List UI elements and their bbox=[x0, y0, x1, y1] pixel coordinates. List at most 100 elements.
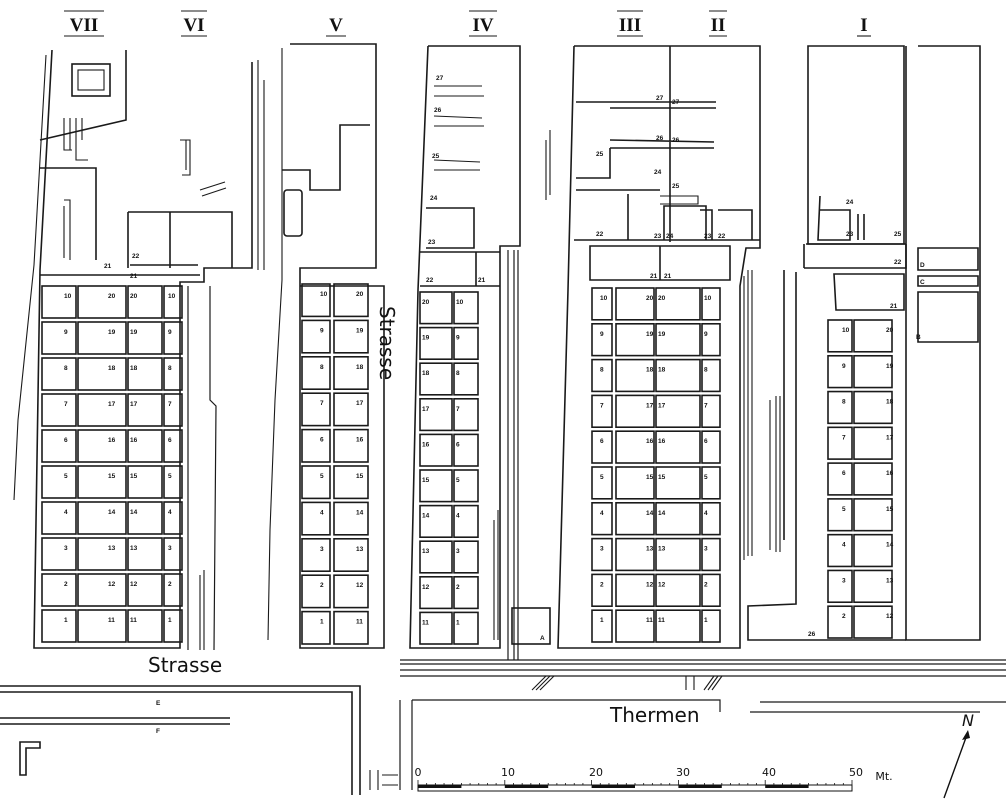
iii-mid-b-house-10 bbox=[655, 609, 701, 643]
v-left-house-number: 3 bbox=[320, 546, 324, 553]
scale-tick-30: 30 bbox=[676, 766, 690, 779]
i-left-house-1 bbox=[827, 319, 853, 353]
vii-right-house-6 bbox=[163, 465, 183, 499]
vii-left-house-number: 4 bbox=[64, 509, 68, 516]
north-arrow-icon: N bbox=[943, 711, 974, 799]
vii-mid-a-house-number: 11 bbox=[108, 617, 115, 624]
iii-mid-b-house-3 bbox=[655, 358, 701, 393]
iii-top-house-number: 24 bbox=[666, 233, 674, 240]
iv-right-house-4 bbox=[453, 397, 479, 432]
iv-top-house-number: 23 bbox=[428, 239, 436, 246]
iv-left-house-number: 11 bbox=[422, 619, 429, 626]
i-right-house-3 bbox=[853, 390, 893, 425]
scale-tick-50: 50 bbox=[849, 766, 863, 779]
iii-left-house-6 bbox=[591, 466, 613, 500]
i-left-house-number: 7 bbox=[842, 434, 846, 441]
baths-label: Thermen bbox=[609, 703, 700, 727]
i-left-house-number: 6 bbox=[842, 470, 846, 477]
iii-left-house-8 bbox=[591, 537, 613, 572]
iii-top-house-number: 22 bbox=[596, 231, 604, 238]
vii-left-house-number: 1 bbox=[64, 617, 68, 624]
iv-top-house-number: 27 bbox=[436, 75, 444, 82]
block-label-v: V bbox=[329, 15, 343, 36]
vii-left-house-9 bbox=[41, 573, 77, 607]
i-left-house-number: 5 bbox=[842, 506, 846, 513]
vii-right-house-1 bbox=[163, 285, 183, 319]
v-right-house-number: 11 bbox=[356, 619, 363, 626]
iii-mid-a-house-2 bbox=[615, 322, 655, 357]
vii-mid-a-house-5 bbox=[77, 429, 127, 463]
iii-right-house-8 bbox=[701, 537, 721, 572]
i-left-house-2 bbox=[827, 354, 853, 389]
vii-mid-b-house-6 bbox=[127, 465, 163, 499]
iii-right-house-number: 2 bbox=[704, 581, 708, 588]
iii-top-house-number: 25 bbox=[596, 151, 604, 158]
vii-right-house-number: 10 bbox=[168, 293, 176, 300]
vii-mid-a-house-10 bbox=[77, 609, 127, 643]
iii-mid-b-house-number: 13 bbox=[658, 546, 666, 553]
i-right-house-7 bbox=[853, 533, 893, 568]
v-right-house-number: 14 bbox=[356, 509, 364, 516]
iv-left-house-number: 18 bbox=[422, 370, 430, 377]
scale-segment bbox=[418, 785, 462, 788]
vii-mid-b-house-5 bbox=[127, 429, 163, 463]
iv-left-house-number: 14 bbox=[422, 513, 430, 520]
i-right-house-number: 19 bbox=[886, 363, 894, 370]
i-right-house-9 bbox=[853, 605, 893, 639]
vii-mid-a-house-number: 17 bbox=[108, 401, 116, 408]
iv-right-house-8 bbox=[453, 540, 479, 574]
v-right-house-number: 13 bbox=[356, 546, 364, 553]
iv-left-house-number: 20 bbox=[422, 299, 430, 306]
iii-left-house-number: 5 bbox=[600, 474, 604, 481]
vii-mid-b-house-number: 16 bbox=[130, 437, 138, 444]
iii-left-house-number: 8 bbox=[600, 367, 604, 374]
iii-left-house-4 bbox=[591, 394, 613, 428]
vii-right-house-number: 7 bbox=[168, 401, 172, 408]
v-left-house-number: 2 bbox=[320, 582, 324, 589]
v-left-house-number: 8 bbox=[320, 364, 324, 371]
i-right-house-number: 16 bbox=[886, 470, 894, 477]
iv-right-house-5 bbox=[453, 433, 479, 467]
street-label-south: Strasse bbox=[148, 653, 222, 677]
iv-left-house-7 bbox=[419, 504, 453, 539]
vii-left-house-8 bbox=[41, 537, 77, 571]
iii-left-house-number: 2 bbox=[600, 581, 604, 588]
iii-left-house-1 bbox=[591, 287, 613, 321]
iii-right-house-3 bbox=[701, 358, 721, 393]
vii-top-house-number: 22 bbox=[132, 253, 140, 260]
i-left-house-number: 10 bbox=[842, 327, 850, 334]
iii-mid-a-house-number: 16 bbox=[646, 438, 654, 445]
vii-mid-a-house-8 bbox=[77, 537, 127, 571]
iii-mid-a-house-9 bbox=[615, 573, 655, 608]
i-top-house-number: 23 bbox=[846, 231, 854, 238]
i-right-house-number: 15 bbox=[886, 506, 894, 513]
iii-mid-b-house-6 bbox=[655, 466, 701, 500]
vii-mid-a-house-number: 16 bbox=[108, 437, 116, 444]
iii-top-house-number: 27 bbox=[672, 99, 680, 106]
v-left-house-10 bbox=[301, 610, 331, 645]
iii-right-house-10 bbox=[701, 609, 721, 643]
v-left-house-6 bbox=[301, 465, 331, 500]
i-top-house-number: 25 bbox=[894, 231, 902, 238]
iii-top-house-number: 23 bbox=[654, 233, 662, 240]
iv-right-house-2 bbox=[453, 326, 479, 361]
vii-mid-b-house-number: 15 bbox=[130, 473, 138, 480]
i-left-house-3 bbox=[827, 390, 853, 425]
i-right-house-number: 20 bbox=[886, 327, 894, 334]
vii-left-house-number: 3 bbox=[64, 545, 68, 552]
v-right-house-number: 16 bbox=[356, 437, 364, 444]
v-right-house-number: 15 bbox=[356, 473, 364, 480]
vii-left-house-number: 6 bbox=[64, 437, 68, 444]
iv-right-house-number: 4 bbox=[456, 513, 460, 520]
iii-right-house-number: 4 bbox=[704, 510, 708, 517]
i-right-house-4 bbox=[853, 426, 893, 460]
iv-right-house-3 bbox=[453, 362, 479, 396]
iv-right-house-number: 9 bbox=[456, 335, 460, 342]
vii-mid-b-house-number: 19 bbox=[130, 329, 138, 336]
v-right-house-3 bbox=[333, 355, 369, 390]
i-left-house-8 bbox=[827, 569, 853, 604]
v-left-house-number: 9 bbox=[320, 327, 324, 334]
iii-mid-a-house-number: 13 bbox=[646, 546, 654, 553]
